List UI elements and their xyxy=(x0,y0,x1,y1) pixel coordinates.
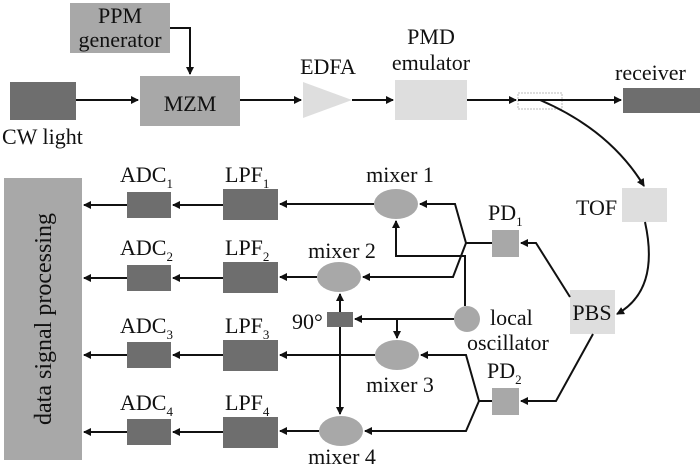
tof-to-pbs-line xyxy=(616,221,650,315)
adc-1-label: ADC1 xyxy=(120,162,173,191)
ppm-generator-label-2: generator xyxy=(78,27,162,52)
adc-4-label: ADC4 xyxy=(120,390,173,419)
lpf-4 xyxy=(223,417,278,448)
adc-3-label: ADC3 xyxy=(120,313,173,342)
pd1-block xyxy=(492,230,519,257)
adc-4 xyxy=(127,419,171,445)
dsp-label: data signal processing xyxy=(31,213,57,425)
pd1-to-mixer2-line xyxy=(362,242,467,281)
cw-light-block xyxy=(10,82,76,120)
adc-3 xyxy=(127,342,171,368)
pd1-label: PD1 xyxy=(488,200,523,229)
pmd-emulator-label-1: PMD xyxy=(407,24,455,49)
lpf-3 xyxy=(223,340,278,371)
mixer-2 xyxy=(317,262,361,292)
pd2-to-mixer4-line xyxy=(364,400,480,435)
tof-label: TOF xyxy=(576,195,617,220)
edfa-amplifier xyxy=(303,82,352,118)
ppm-to-mzm-line xyxy=(170,27,194,75)
pd1-to-mixer1-line xyxy=(419,200,492,244)
adc-1 xyxy=(127,192,171,218)
local-oscillator-label-1: local xyxy=(490,305,533,330)
mixer-2-label: mixer 2 xyxy=(308,238,376,263)
mzm-block xyxy=(140,76,240,126)
lpf-1 xyxy=(223,189,278,220)
pbs-block xyxy=(570,290,615,334)
mzm-label: MZM xyxy=(164,91,217,116)
pbs-label: PBS xyxy=(572,300,611,325)
pmd-emulator-block xyxy=(395,80,467,120)
adc-2 xyxy=(127,265,171,291)
pbs-to-pd2-line xyxy=(520,333,594,405)
local-oscillator-label-2: oscillator xyxy=(467,330,550,355)
pbs-to-pd1-line xyxy=(520,239,571,298)
lpf-2-label: LPF2 xyxy=(225,235,269,264)
lo-to-mixer1-line xyxy=(392,220,466,306)
phase-shifter-label: 90° xyxy=(292,309,323,334)
coupler-to-tof-line xyxy=(539,99,645,187)
edfa-label: EDFA xyxy=(300,54,356,79)
mixer-1-label: mixer 1 xyxy=(366,162,434,187)
mixer-4-label: mixer 4 xyxy=(308,444,376,466)
lpf-1-label: LPF1 xyxy=(225,162,269,191)
lpf-2 xyxy=(223,262,278,293)
lpf-3-label: LPF3 xyxy=(225,313,269,342)
adc-2-label: ADC2 xyxy=(120,235,173,264)
pmd-emulator-label-2: emulator xyxy=(392,50,471,75)
pd2-block xyxy=(492,388,519,415)
phase-shifter-block xyxy=(327,312,353,327)
ppm-generator-block xyxy=(70,3,170,53)
mixer-1 xyxy=(374,189,418,219)
ppm-generator-label-1: PPM xyxy=(98,3,142,28)
lpf-4-label: LPF4 xyxy=(225,390,270,419)
local-oscillator xyxy=(454,306,480,332)
tof-block xyxy=(622,188,667,222)
receiver-label: receiver xyxy=(615,60,686,85)
pd2-to-mixer3-line xyxy=(420,351,492,402)
mixer-4 xyxy=(319,416,363,446)
cw-light-label: CW light xyxy=(2,124,83,149)
mixer-3 xyxy=(375,340,419,370)
pd2-label: PD2 xyxy=(487,358,522,387)
dsp-block xyxy=(4,178,82,460)
receiver-block xyxy=(623,88,700,113)
mixer-3-label: mixer 3 xyxy=(366,372,434,397)
